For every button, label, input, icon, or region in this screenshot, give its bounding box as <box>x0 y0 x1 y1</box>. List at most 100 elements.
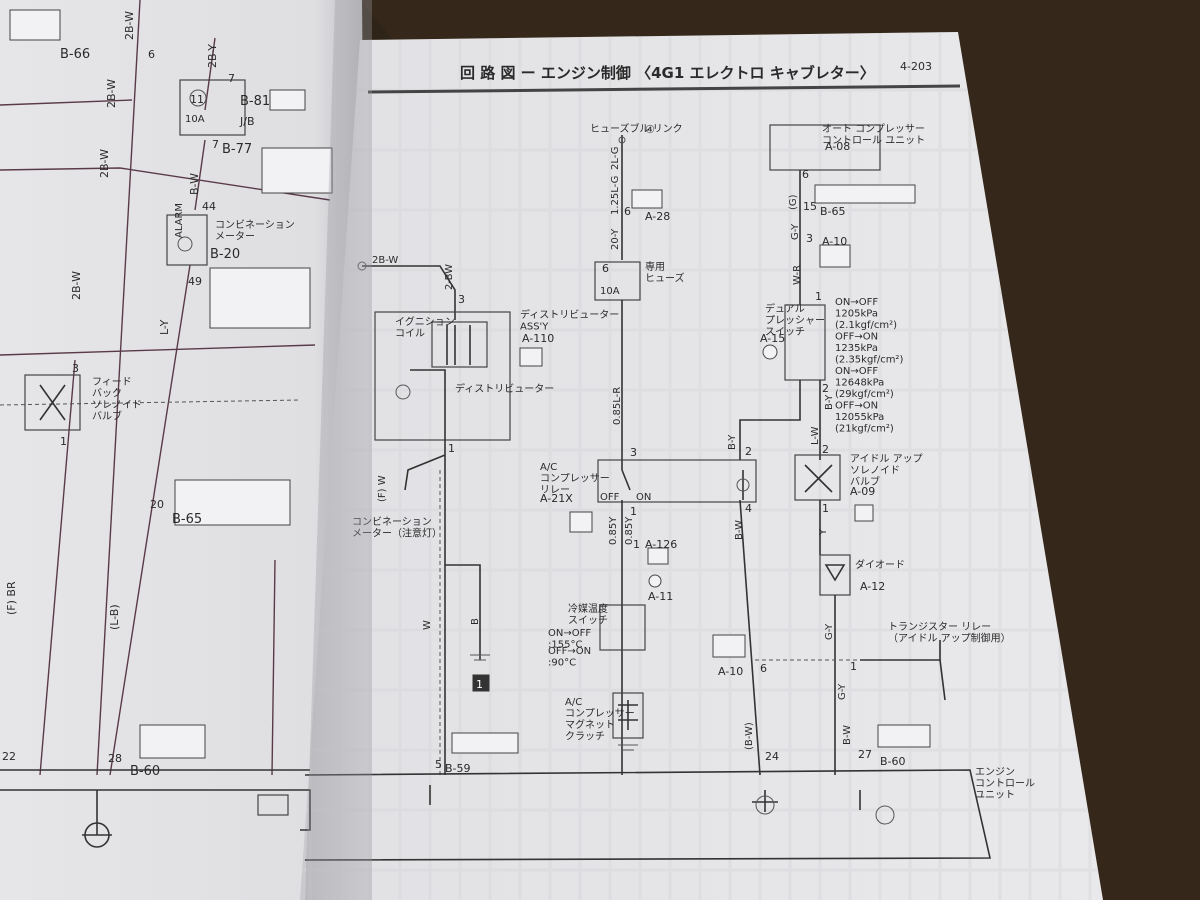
svg-text:0.85Y: 0.85Y <box>608 516 619 545</box>
distributor-inner-label: ディストリビューター <box>455 382 554 395</box>
clutch-box <box>612 692 644 739</box>
svg-text:(G): (G) <box>788 194 799 210</box>
svg-text:B-W: B-W <box>842 725 853 745</box>
ac-relay-box <box>597 459 757 503</box>
svg-text:1.25L-G: 1.25L-G <box>610 176 621 215</box>
fuse6-label: 専用ヒューズ <box>645 261 685 285</box>
svg-text:L-W: L-W <box>810 426 821 445</box>
svg-text:4: 4 <box>745 502 752 515</box>
feedback-solenoid-label: フィードバックソレノイドバルブ <box>92 377 142 423</box>
svg-text:2-BW: 2-BW <box>444 264 455 290</box>
svg-text:B-Y: B-Y <box>727 434 738 450</box>
svg-text:A-28: A-28 <box>645 210 670 223</box>
feedback-solenoid-box <box>24 374 81 431</box>
combination-meter-box <box>166 214 208 266</box>
svg-text:A-09: A-09 <box>850 485 875 498</box>
fuse-box-11 <box>179 79 246 136</box>
coolant-off-spec: OFF→ON:90°C <box>548 646 591 669</box>
svg-text:A-11: A-11 <box>648 590 673 603</box>
svg-text:1: 1 <box>822 502 829 515</box>
svg-text:2B-W: 2B-W <box>372 255 398 266</box>
svg-text:5: 5 <box>435 758 442 771</box>
svg-text:2: 2 <box>745 445 752 458</box>
wire-b-w: B-W <box>188 173 201 195</box>
fuse-11-amp: 10A <box>185 114 205 125</box>
wire-2b-w-top: 2B-W <box>123 11 136 40</box>
conn-b-20: B-20 <box>210 247 240 262</box>
svg-text:W: W <box>422 620 433 630</box>
diode-label: ダイオード <box>855 558 905 571</box>
right-connector-glyphs <box>451 184 931 754</box>
conn-b-60: B-60 <box>130 764 160 779</box>
svg-text:2L-G: 2L-G <box>610 147 621 170</box>
svg-text:B-W: B-W <box>734 520 745 540</box>
svg-text:1: 1 <box>850 660 857 673</box>
ac-relay-id: A-21X <box>540 492 573 505</box>
transistor-relay-label: トランジスター リレー（アイドル アップ制御用） <box>888 621 1011 645</box>
svg-text:28: 28 <box>108 752 122 765</box>
svg-text:B-Y: B-Y <box>824 394 835 410</box>
conn-jb: J/B <box>239 115 255 128</box>
auto-comp-label: オート コンプレッサーコントロール ユニット <box>822 123 925 147</box>
svg-text:7: 7 <box>212 138 219 151</box>
svg-text:1: 1 <box>630 505 637 518</box>
svg-text:20-Y: 20-Y <box>610 228 621 250</box>
coolant-switch-label: 冷媒温度スイッチ <box>568 602 608 627</box>
svg-text:7: 7 <box>228 72 235 85</box>
svg-text:3: 3 <box>630 446 637 459</box>
dual-pressure-label: デュアルプレッシャースイッチ <box>765 302 825 338</box>
svg-text:(F) W: (F) W <box>377 475 388 502</box>
svg-text:0.85Y: 0.85Y <box>624 516 635 545</box>
ecu-label: エンジンコントロールユニット <box>975 767 1035 801</box>
page-title: 回 路 図 ー エンジン制御 〈4G1 エレクトロ キャブレター〉 <box>460 64 875 82</box>
svg-text:6: 6 <box>760 662 767 675</box>
svg-text:B-59: B-59 <box>445 762 471 775</box>
wire-l-y: L-Y <box>158 319 171 335</box>
svg-text:G-Y: G-Y <box>837 683 848 700</box>
conn-b-77: B-77 <box>222 142 252 157</box>
svg-text:1: 1 <box>815 290 822 303</box>
auto-comp-unit-box <box>769 124 881 171</box>
left-meter-label: コンビネーションメーター <box>215 219 295 243</box>
wire-l-b: (L-B) <box>108 604 121 630</box>
ground-num: 1 <box>476 678 483 691</box>
wire-f-br: (F) BR <box>5 581 18 615</box>
conn-b-81: B-81 <box>240 94 270 109</box>
svg-text:1: 1 <box>60 435 67 448</box>
svg-text:6: 6 <box>148 48 155 61</box>
wire-2b-y: 2B-Y <box>206 44 219 68</box>
svg-text:A-08: A-08 <box>825 140 850 153</box>
svg-text:15: 15 <box>803 200 817 213</box>
svg-text:27: 27 <box>858 748 872 761</box>
svg-text:20: 20 <box>150 498 164 511</box>
dual-pressure-box <box>784 304 826 381</box>
ign-coil-label: イグニションコイル <box>395 315 455 340</box>
ignition-distributor-box <box>374 311 511 441</box>
svg-text:A-12: A-12 <box>860 580 885 593</box>
alarm-label: ALARM <box>174 203 185 238</box>
svg-text:B-65: B-65 <box>820 205 846 218</box>
wire-2b-w-mid1: 2B-W <box>105 79 118 108</box>
left-page <box>0 0 370 900</box>
wire-2b-w-mid2: 2B-W <box>98 149 111 178</box>
svg-text:W-R: W-R <box>792 265 803 285</box>
idle-up-label: アイドル アップソレノイドバルブ <box>850 453 923 488</box>
fusible-link-label: ヒューズブル リンク <box>590 122 683 135</box>
relay-off: OFF <box>600 492 620 503</box>
svg-text:B-60: B-60 <box>880 755 906 768</box>
right-diagram <box>304 124 992 861</box>
idle-up-solenoid-box <box>794 454 841 501</box>
svg-text:G-Y: G-Y <box>790 223 801 240</box>
svg-text:(B-W): (B-W) <box>744 722 755 750</box>
svg-text:A-126: A-126 <box>645 538 677 551</box>
svg-text:1: 1 <box>448 442 455 455</box>
left-diagram <box>0 0 331 848</box>
svg-text:B: B <box>470 618 481 625</box>
conn-a-110: A-110 <box>522 332 554 345</box>
conn-b-66: B-66 <box>60 47 90 62</box>
svg-text:2: 2 <box>822 382 829 395</box>
relay-on: ON <box>636 492 651 503</box>
fuse-11-num: 11 <box>190 93 204 106</box>
